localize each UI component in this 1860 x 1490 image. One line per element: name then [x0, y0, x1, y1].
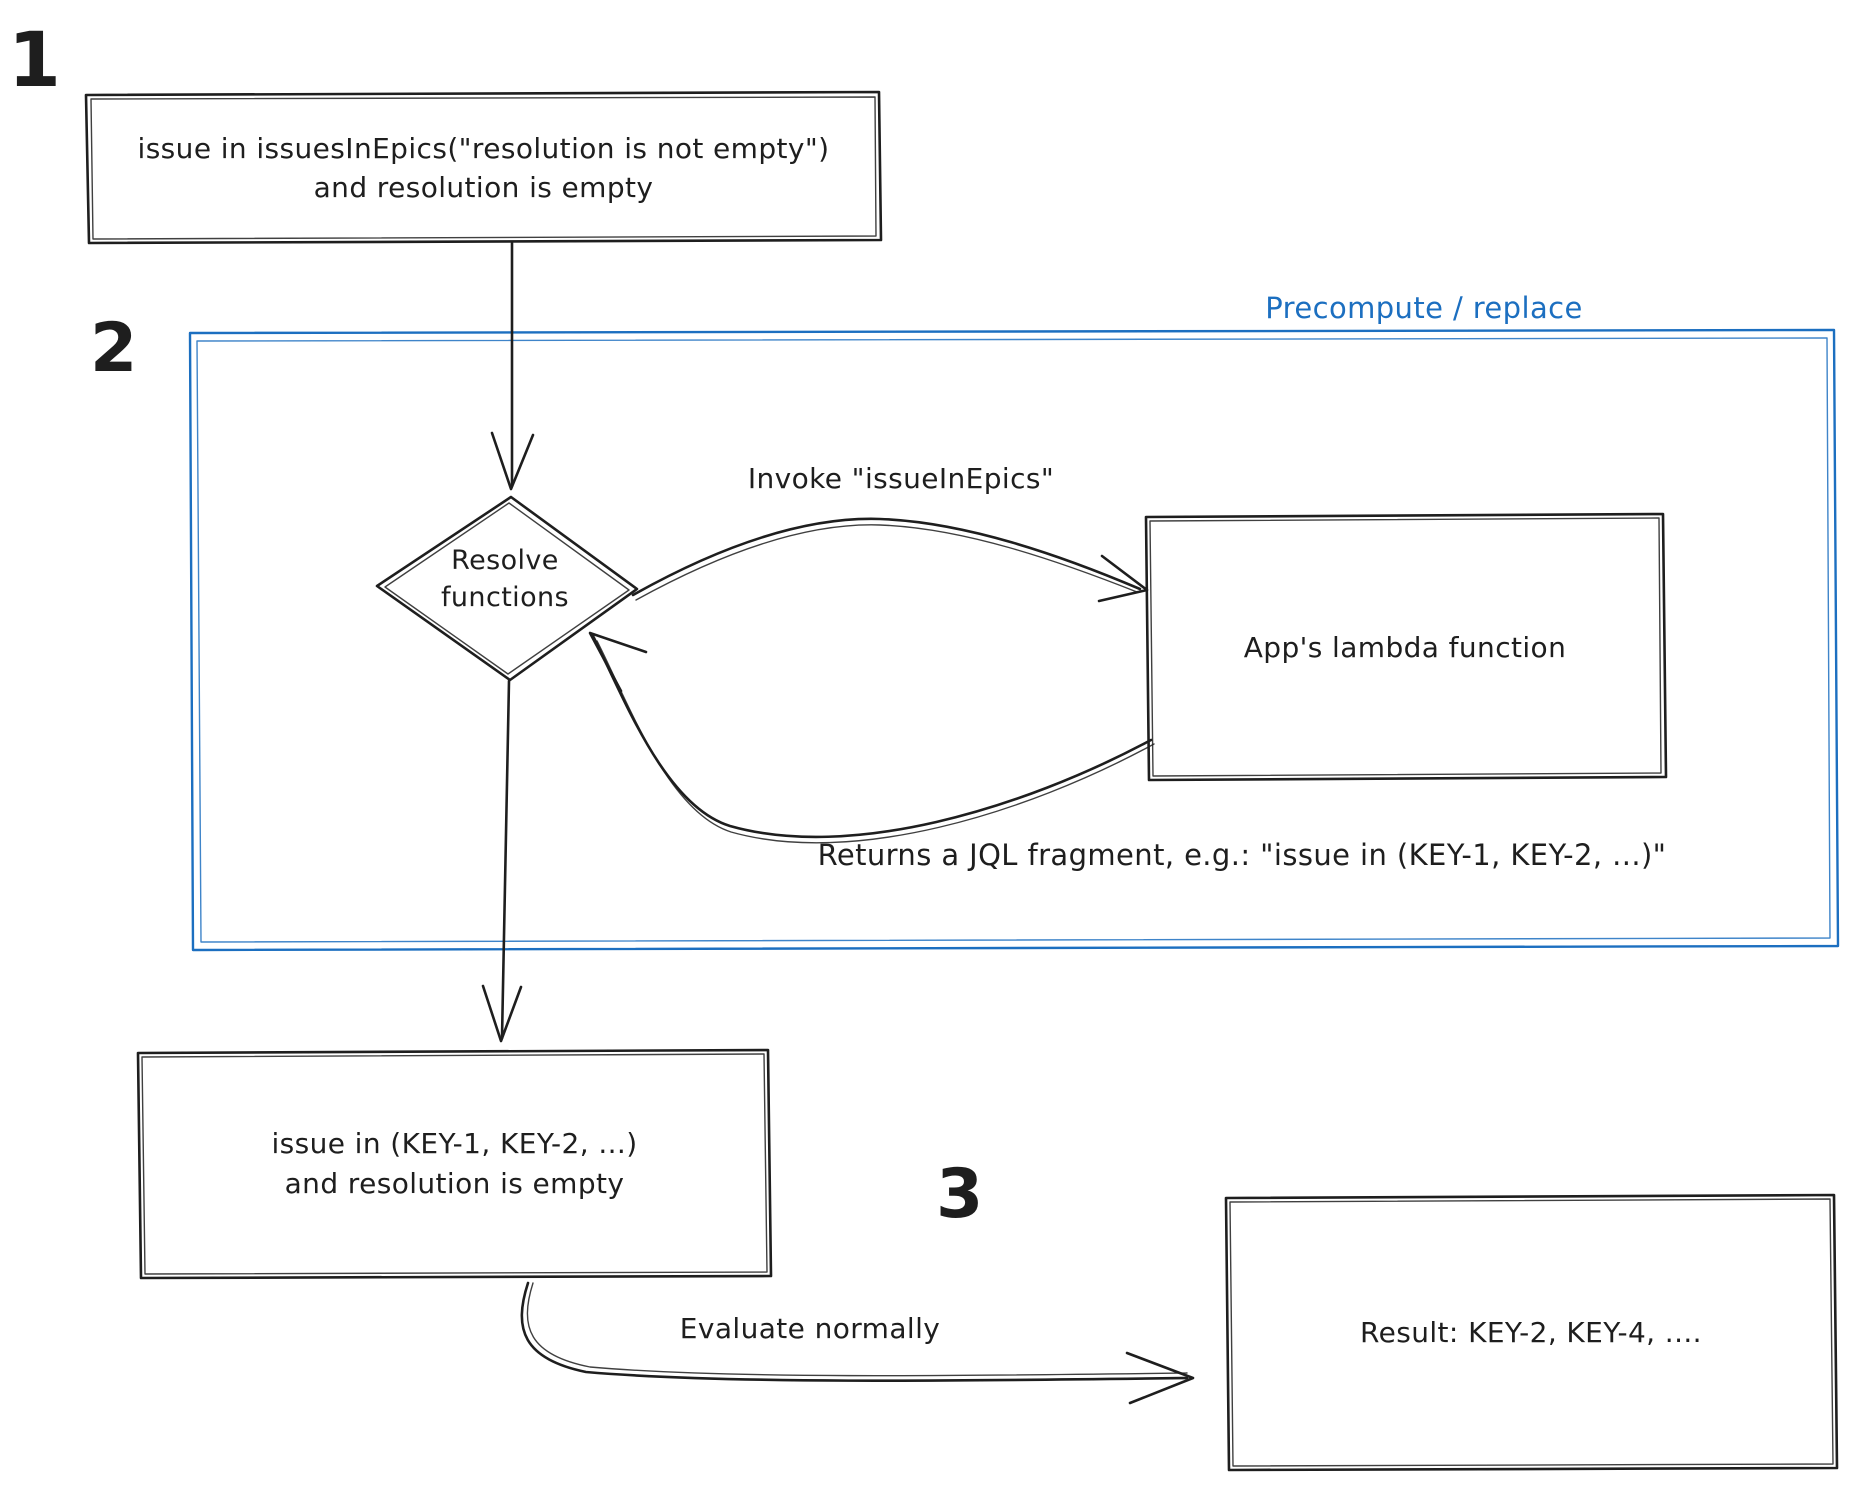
- lambda-function-label: App's lambda function: [1243, 630, 1567, 664]
- input-query-box: issue in issuesInEpics("resolution is no…: [86, 92, 881, 243]
- input-query-line1: issue in issuesInEpics("resolution is no…: [137, 131, 830, 165]
- rewritten-query-box-outline: [136, 1048, 773, 1280]
- step1-number: 1: [8, 15, 61, 104]
- arrow-input-to-resolve: [490, 241, 535, 491]
- arrow-lambda-to-resolve: [588, 631, 1155, 844]
- resolve-line1: Resolve: [451, 545, 559, 576]
- result-label: Result: KEY-2, KEY-4, ....: [1360, 1316, 1702, 1349]
- resolve-functions-diamond: Resolve functions: [385, 542, 625, 616]
- step3-number: 3: [936, 1155, 984, 1234]
- rewritten-query-line2: and resolution is empty: [284, 1167, 625, 1200]
- rewritten-query-line1: issue in (KEY-1, KEY-2, ...): [271, 1127, 638, 1160]
- arrow-resolve-to-rewritten: [481, 679, 523, 1043]
- rewritten-query-box: issue in (KEY-1, KEY-2, ...) and resolut…: [138, 1050, 771, 1278]
- evaluate-edge-label: Evaluate normally: [679, 1312, 941, 1345]
- input-query-box-outline: [84, 90, 883, 245]
- lambda-function-box: App's lambda function: [1145, 514, 1665, 780]
- precompute-group-outline: [188, 328, 1840, 952]
- precompute-group-label: Precompute / replace: [1265, 291, 1583, 325]
- resolve-line2: functions: [441, 582, 569, 613]
- input-query-line2: and resolution is empty: [313, 170, 654, 204]
- returns-edge-label: Returns a JQL fragment, e.g.: "issue in …: [817, 838, 1667, 872]
- resolve-functions-diamond-outline: [375, 495, 639, 682]
- result-box: Result: KEY-2, KEY-4, ....: [1225, 1195, 1837, 1470]
- step2-number: 2: [90, 309, 138, 388]
- arrow-rewritten-to-result: [520, 1281, 1195, 1405]
- arrow-resolve-to-lambda: [631, 517, 1149, 603]
- invoke-edge-label: Invoke "issueInEpics": [747, 462, 1055, 495]
- lambda-function-box-outline: [1144, 512, 1668, 782]
- result-box-outline: [1224, 1193, 1839, 1472]
